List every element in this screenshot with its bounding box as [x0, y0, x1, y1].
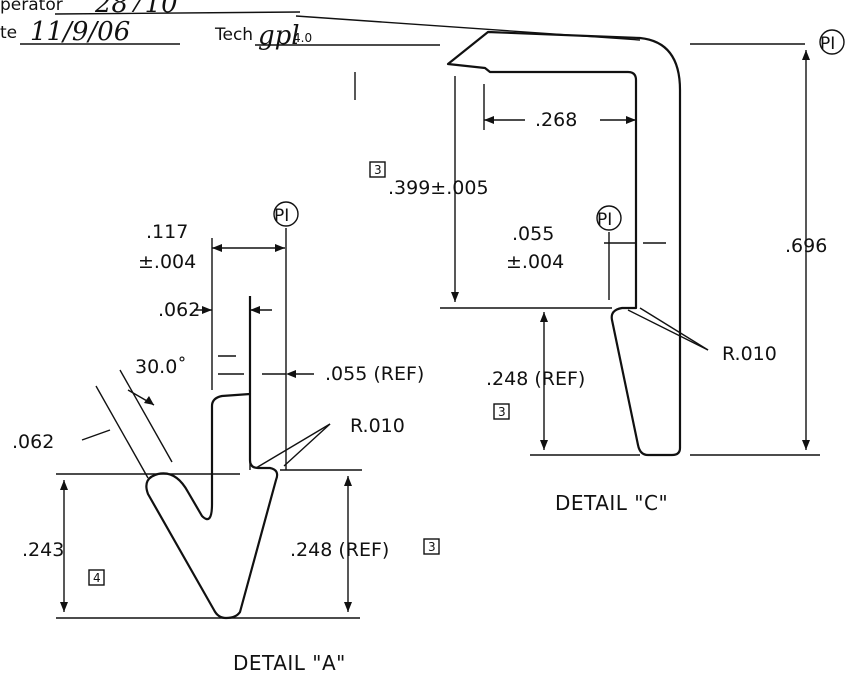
operator-underline	[54, 11, 301, 15]
tech-value: gpl	[258, 21, 300, 51]
detail-a-dim-248: .248 (REF)	[290, 539, 389, 561]
tech-label: Tech	[214, 25, 253, 45]
detail-c-note-3b: 3	[498, 405, 506, 419]
detail-c-dim-268: .268	[535, 109, 577, 131]
detail-c-part-outline	[446, 30, 682, 457]
detail-c-dim-399: .399±.005	[388, 177, 489, 199]
detail-a-angle: 30.0˚	[135, 356, 187, 378]
detail-a-dim-117: .117	[146, 221, 188, 243]
detail-a-dim-243: .243	[22, 539, 64, 561]
date-label: te	[0, 23, 17, 43]
operator-label: perator	[0, 0, 63, 15]
detail-a-pi-marker	[273, 201, 299, 227]
detail-c-pi-marker-top	[819, 29, 845, 55]
detail-c-note-3: 3	[374, 163, 382, 177]
detail-a-dim-055-ref: .055 (REF)	[325, 363, 424, 385]
detail-a-radius: R.010	[350, 415, 405, 437]
detail-a-note-4: 4	[93, 571, 101, 585]
detail-c-pi-top: PI	[820, 34, 835, 54]
detail-a-note-3: 3	[428, 540, 436, 554]
detail-c: PI .696 3 .399±.005 .268 .055 ±.004 PI R…	[295, 15, 845, 515]
detail-a-note-box-3	[423, 538, 440, 555]
detail-c-pi-marker-mid	[596, 205, 622, 231]
detail-c-dim-055-tol: ±.004	[506, 251, 564, 273]
detail-a-pi: PI	[274, 206, 289, 226]
detail-c-note-box-2	[493, 403, 510, 420]
detail-c-dim-055: .055	[512, 223, 554, 245]
detail-a-dim-062-left: .062	[12, 431, 54, 453]
detail-a-note-box-4	[88, 569, 105, 586]
header-form: perator 28710 te 11/9/06 Tech gpl 4.0	[0, 0, 440, 51]
detail-a-part-outline	[145, 296, 279, 620]
operator-value: 28710	[94, 0, 178, 19]
detail-a-dim-062-top: .062	[158, 299, 200, 321]
tech-suffix: 4.0	[293, 31, 312, 45]
detail-c-dim-248: .248 (REF)	[486, 368, 585, 390]
detail-a: .117 ±.004 PI .062 30.0˚ .055 (REF) R.01…	[12, 201, 440, 675]
detail-c-note-box-1	[369, 161, 386, 178]
detail-c-dim-696: .696	[785, 235, 827, 257]
detail-c-caption: DETAIL "C"	[555, 491, 668, 515]
detail-a-caption: DETAIL "A"	[233, 651, 346, 675]
detail-a-dim-117-tol: ±.004	[138, 251, 196, 273]
date-value: 11/9/06	[30, 17, 130, 47]
detail-c-radius: R.010	[722, 343, 777, 365]
detail-c-pi-mid: PI	[597, 210, 612, 230]
